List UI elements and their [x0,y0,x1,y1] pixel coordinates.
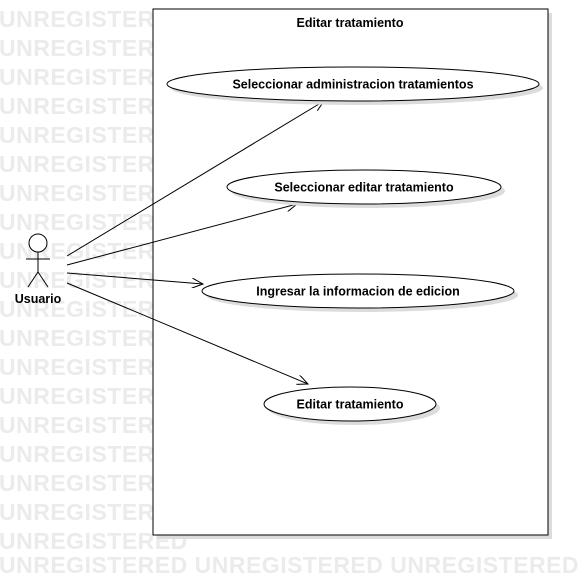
use-case-3[interactable]: Ingresar la informacion de edicion [201,273,518,312]
association-arrow-3 [66,272,203,284]
actor-stick-figure-icon [26,233,50,288]
use-case-4[interactable]: Editar tratamiento [263,386,440,425]
use-case-2[interactable]: Seleccionar editar tratamiento [226,169,505,208]
watermark-footer: UNREGISTERED UNREGISTERED UNREGISTERED [0,552,580,578]
association-arrow-1 [66,101,324,257]
use-case-1[interactable]: Seleccionar administracion tratamientos [166,66,543,105]
use-case-label: Seleccionar editar tratamiento [274,181,454,195]
actor-label: Usuario [15,292,62,306]
association-arrow-2 [66,204,297,266]
use-case-label: Ingresar la informacion de edicion [256,285,460,299]
use-case-label: Editar tratamiento [297,398,404,412]
use-case-label: Seleccionar administracion tratamientos [232,78,473,92]
associations [66,101,324,384]
system-boundary-title: Editar tratamiento [297,16,404,30]
association-arrow-4 [66,282,308,384]
actor-usuario[interactable]: Usuario [15,233,62,306]
